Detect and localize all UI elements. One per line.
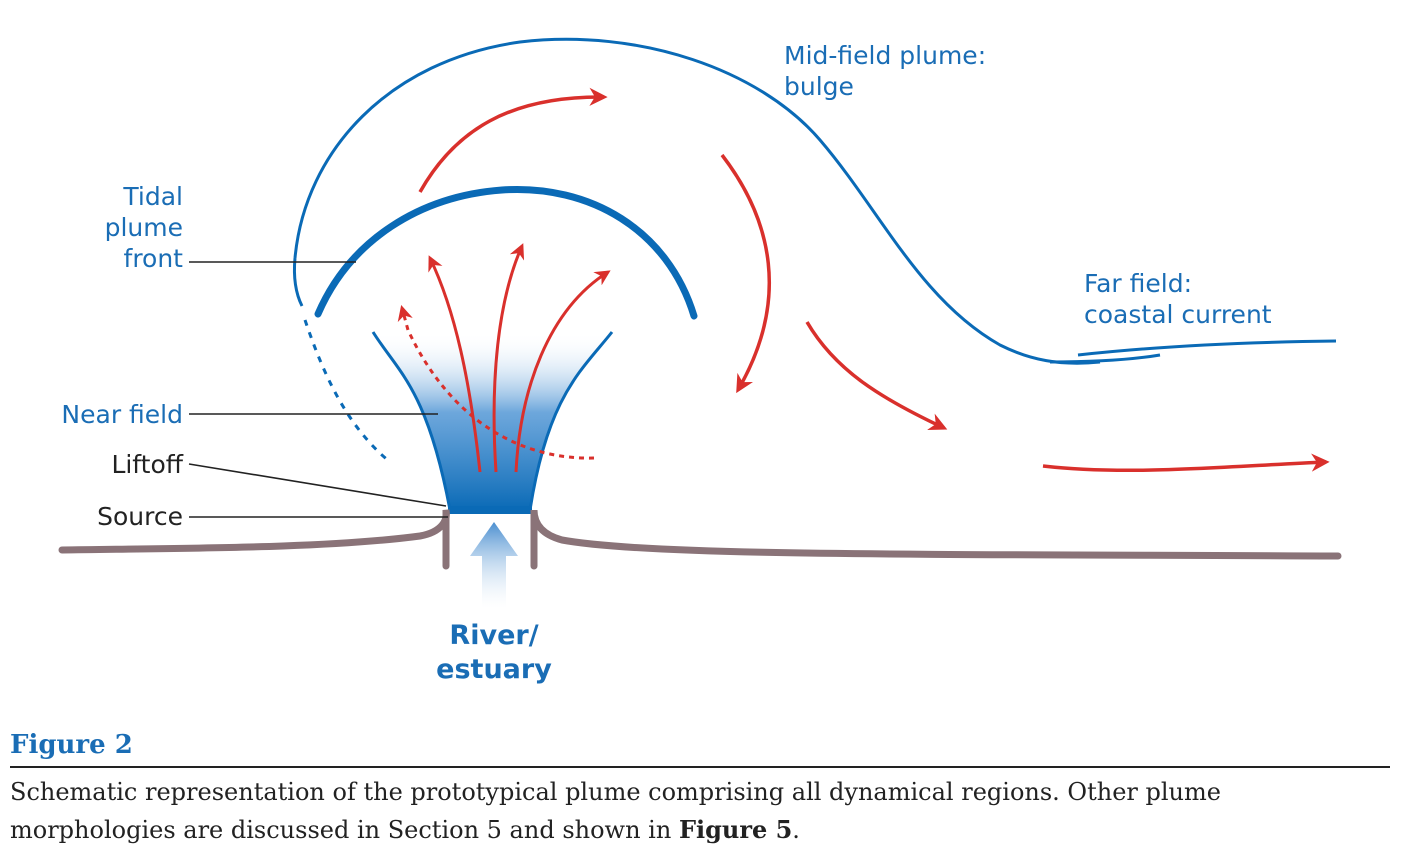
- near-field-fill: [373, 332, 612, 510]
- caption-rule: [10, 766, 1390, 768]
- tidal-label-2: plume: [105, 213, 183, 242]
- near-arrow-1: [428, 255, 482, 473]
- flow-arrow-top: [418, 87, 608, 193]
- figure-caption-block: Figure 2 Schematic representation of the…: [10, 726, 1390, 849]
- bulge-tail: [293, 257, 304, 307]
- near-field-right-wall: [528, 331, 614, 511]
- tidal-label-1: Tidal: [122, 182, 183, 211]
- far-field-label-2: coastal current: [1084, 300, 1272, 329]
- flow-arrow-coastal-1: [805, 321, 948, 431]
- mid-field-bulge-outline: [293, 37, 1101, 365]
- bulge-dashed-edge: [303, 319, 391, 464]
- tidal-label-3: front: [124, 244, 184, 273]
- figure-title: Figure 2: [10, 730, 133, 760]
- liftoff-leader: [188, 463, 447, 507]
- seabed-right: [530, 509, 1342, 570]
- far-field-line: [1077, 339, 1337, 357]
- river-inflow-arrow: [470, 522, 518, 608]
- tidal-plume-front: [314, 185, 698, 320]
- caption-end: .: [792, 816, 800, 844]
- flow-arrow-descending: [720, 153, 772, 394]
- near-field-left-wall: [371, 331, 452, 511]
- near-field-label: Near field: [61, 400, 183, 429]
- seabed-left: [58, 509, 450, 570]
- source-label: Source: [97, 502, 183, 531]
- flow-arrow-coastal-2: [1042, 453, 1330, 473]
- far-field-label-1: Far field:: [1084, 269, 1192, 298]
- mid-field-label-1: Mid-field plume:: [784, 41, 986, 70]
- liftoff-label: Liftoff: [111, 450, 183, 479]
- figure-caption: Schematic representation of the prototyp…: [10, 774, 1300, 849]
- caption-text: Schematic representation of the prototyp…: [10, 778, 1221, 844]
- near-arrow-3: [514, 270, 611, 473]
- plume-schematic: Mid-field plume: bulge Tidal plume front…: [58, 37, 1342, 685]
- figure-5-link[interactable]: Figure 5: [678, 815, 793, 844]
- far-field-lower-line: [1049, 353, 1161, 364]
- river-label-2: estuary: [436, 654, 552, 685]
- source-bar: [448, 506, 532, 514]
- near-arrow-2: [492, 243, 525, 473]
- river-label-1: River/: [449, 620, 538, 651]
- mid-field-label-2: bulge: [784, 72, 854, 101]
